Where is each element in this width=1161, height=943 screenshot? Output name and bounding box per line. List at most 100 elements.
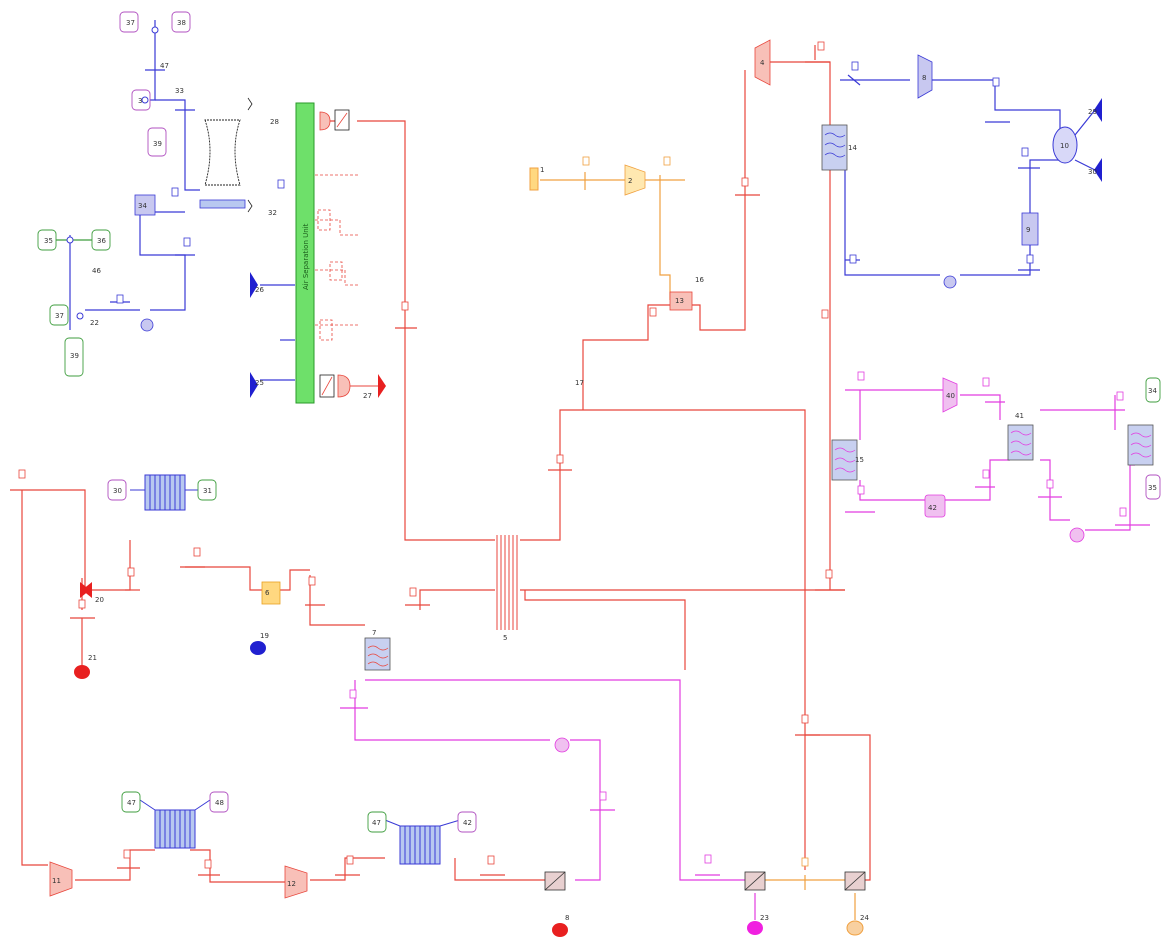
node-5: 5 — [503, 634, 507, 642]
node-24: 24 — [860, 914, 869, 922]
node-10: 10 — [1060, 142, 1069, 150]
compressor-c12[interactable] — [284, 865, 308, 899]
node-21: 21 — [88, 654, 97, 662]
pump-p2[interactable] — [943, 275, 957, 289]
source-blue-5[interactable] — [1094, 158, 1102, 182]
node-7: 7 — [372, 629, 376, 637]
sink-orange[interactable] — [846, 920, 864, 936]
asu-bottom-block — [319, 374, 386, 398]
pump-p3[interactable] — [554, 737, 570, 753]
source-blue-4[interactable] — [1094, 98, 1102, 122]
source-blue-3[interactable] — [250, 372, 258, 398]
node-36a: 36 — [97, 237, 106, 245]
pump-p1[interactable] — [140, 318, 154, 332]
plate-hx-15[interactable] — [831, 439, 858, 481]
node-numbers: 37 38 37 39 35 36 37 39 30 31 47 48 47 4… — [44, 19, 1157, 922]
node-12: 12 — [287, 880, 296, 888]
source-blue-1[interactable] — [250, 641, 266, 655]
fuel-pipes — [540, 172, 856, 920]
node-30b: 30 — [1088, 168, 1097, 176]
node-14: 14 — [848, 144, 857, 152]
separator-13[interactable] — [669, 291, 693, 311]
cooling-water-pipes — [69, 20, 1096, 381]
mixer-m3[interactable] — [844, 871, 866, 891]
plate-hx-43[interactable] — [1127, 424, 1154, 466]
mixer-m2[interactable] — [744, 871, 766, 891]
valve-icon[interactable] — [80, 582, 92, 598]
main-heat-exchanger[interactable] — [496, 535, 518, 630]
node-28: 28 — [270, 118, 279, 126]
turbine-t8[interactable] — [917, 54, 933, 99]
node-39a: 39 — [153, 140, 162, 148]
node-30a: 30 — [113, 487, 122, 495]
node-38a: 38 — [177, 19, 186, 27]
generator-icon[interactable] — [1052, 126, 1078, 164]
asu-top-block — [319, 109, 350, 131]
sink-red-2[interactable] — [552, 923, 568, 937]
node-37a: 37 — [126, 19, 135, 27]
node-1: 1 — [540, 166, 544, 174]
node-40: 40 — [946, 392, 955, 400]
fuel-source[interactable] — [529, 167, 539, 191]
plate-hx-7[interactable] — [364, 637, 391, 671]
mixer-icon — [66, 26, 159, 320]
node-9: 9 — [1026, 226, 1030, 234]
node-6: 6 — [265, 589, 270, 597]
compressor-c4[interactable] — [754, 39, 771, 86]
node-47b: 47 — [372, 819, 381, 827]
node-26: 26 — [255, 286, 264, 294]
node-42b: 42 — [928, 504, 937, 512]
asu-label: Air Separation Unit — [302, 223, 310, 290]
separator-6[interactable] — [261, 581, 281, 605]
stream-tags — [37, 11, 1161, 833]
node-29: 29 — [1088, 108, 1097, 116]
node-22: 22 — [90, 319, 99, 327]
node-8b: 8 — [565, 914, 569, 922]
node-34b: 34 — [138, 202, 147, 210]
node-13: 13 — [675, 297, 684, 305]
cooler-34[interactable] — [134, 194, 156, 216]
node-34a: 34 — [1148, 387, 1157, 395]
compressor-c11[interactable] — [49, 861, 73, 897]
plate-hx-14[interactable] — [821, 124, 848, 171]
node-48a: 48 — [215, 799, 224, 807]
node-41: 41 — [1015, 412, 1024, 420]
heat-exchanger-hx2[interactable] — [139, 799, 211, 849]
magenta-loop-pipes — [340, 389, 1150, 920]
node-11: 11 — [52, 877, 61, 885]
node-42a: 42 — [463, 819, 472, 827]
sink-red-1[interactable] — [74, 665, 90, 679]
node-27: 27 — [363, 392, 372, 400]
node-37c: 37 — [55, 312, 64, 320]
node-35a: 35 — [44, 237, 53, 245]
node-25: 25 — [255, 379, 264, 387]
node-17: 17 — [575, 379, 584, 387]
turbine-t40[interactable] — [942, 377, 958, 413]
node-8: 8 — [922, 74, 926, 82]
node-32: 32 — [268, 209, 277, 217]
node-20: 20 — [95, 596, 104, 604]
pump-p4[interactable] — [1069, 527, 1085, 543]
node-47c: 47 — [160, 62, 169, 70]
heat-exchanger-hx3[interactable] — [384, 819, 461, 865]
hot-stream-pipes — [10, 45, 871, 883]
tank-42[interactable] — [924, 494, 946, 518]
asu-dashed-outputs — [315, 174, 360, 341]
node-4: 4 — [760, 59, 765, 67]
cooling-tower[interactable] — [199, 97, 253, 213]
heat-exchanger-hx1[interactable] — [130, 474, 200, 511]
air-separation-unit[interactable]: Air Separation Unit — [295, 102, 315, 404]
node-2: 2 — [628, 177, 632, 185]
flash-drum-9[interactable] — [1021, 212, 1039, 246]
plate-hx-41[interactable] — [1007, 424, 1034, 461]
node-46: 46 — [92, 267, 101, 275]
node-23: 23 — [760, 914, 769, 922]
source-blue-2[interactable] — [250, 272, 258, 298]
compressor-c2[interactable] — [624, 164, 646, 196]
sink-magenta[interactable] — [747, 921, 763, 935]
stream-markers — [18, 41, 1127, 869]
node-19: 19 — [260, 632, 269, 640]
mixer-m1[interactable] — [544, 871, 566, 891]
node-31a: 31 — [203, 487, 212, 495]
